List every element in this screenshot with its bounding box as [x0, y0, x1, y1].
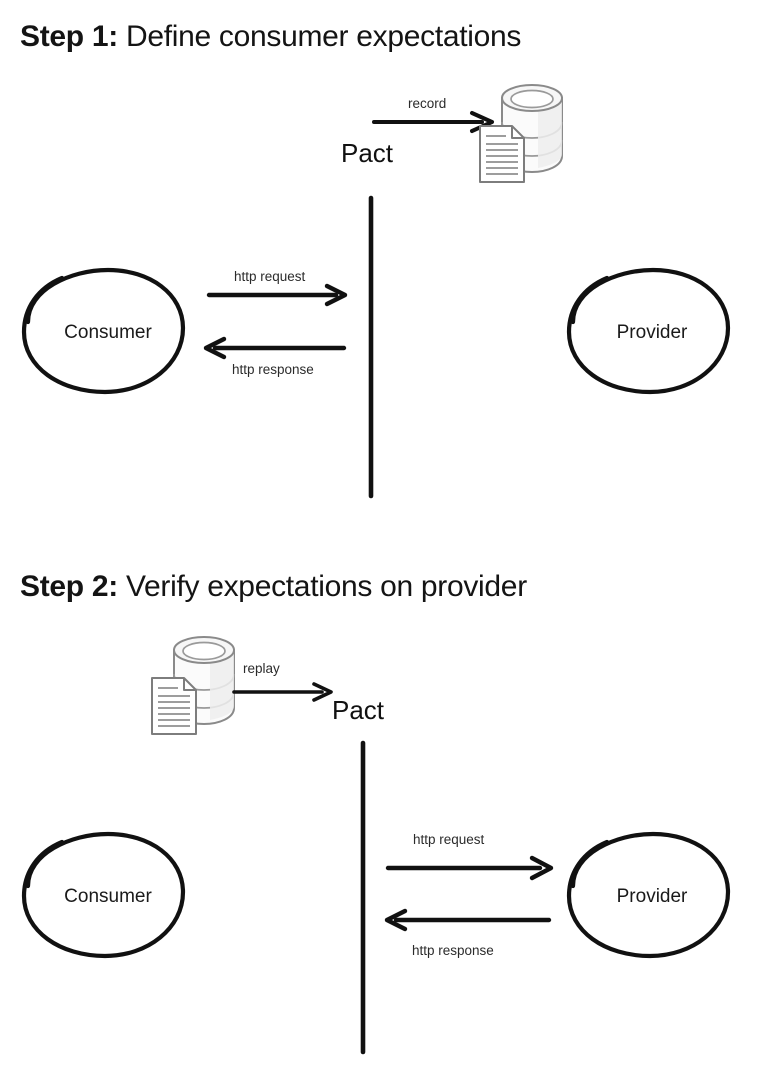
step-1-http-response-label: http response: [232, 362, 314, 377]
step-1-title-rest: Define consumer expectations: [117, 20, 522, 53]
step-2-http-request-label: http request: [413, 832, 485, 847]
step-2-pact-file-database-icon: [151, 636, 235, 735]
step-2-http-request-arrow: [385, 855, 554, 881]
step-1-http-request-label: http request: [234, 269, 306, 284]
step-1-http-response-arrow: [203, 336, 347, 360]
step-2-title-rest: Verify expectations on provider: [117, 570, 527, 603]
step-2-http-response-label: http response: [412, 943, 494, 958]
step-2-pact-label: Pact: [332, 695, 385, 725]
step-1-pact-label: Pact: [341, 138, 394, 168]
step-1-provider-label: Provider: [616, 322, 688, 343]
step-1-http-request-arrow: [206, 283, 348, 307]
step-2-title-lead: Step 2:: [20, 570, 118, 603]
step-2-provider-label: Provider: [616, 886, 688, 907]
step-2-replay-edge-label: replay: [243, 661, 280, 676]
step-1-pact-file-database-icon: [479, 84, 563, 183]
step-1-record-edge-label: record: [408, 96, 447, 111]
step-2-http-response-arrow: [384, 908, 552, 932]
step-1-title: Step 1: Define consumer expectations: [20, 20, 521, 54]
step-1-consumer-label: Consumer: [64, 322, 152, 343]
step-2-consumer-label: Consumer: [64, 886, 152, 907]
step-1-title-lead: Step 1:: [20, 20, 118, 53]
step-2-title: Step 2: Verify expectations on provider: [20, 570, 527, 604]
step-1-record-arrow: [372, 111, 494, 133]
step-2-replay-arrow: [232, 682, 333, 702]
